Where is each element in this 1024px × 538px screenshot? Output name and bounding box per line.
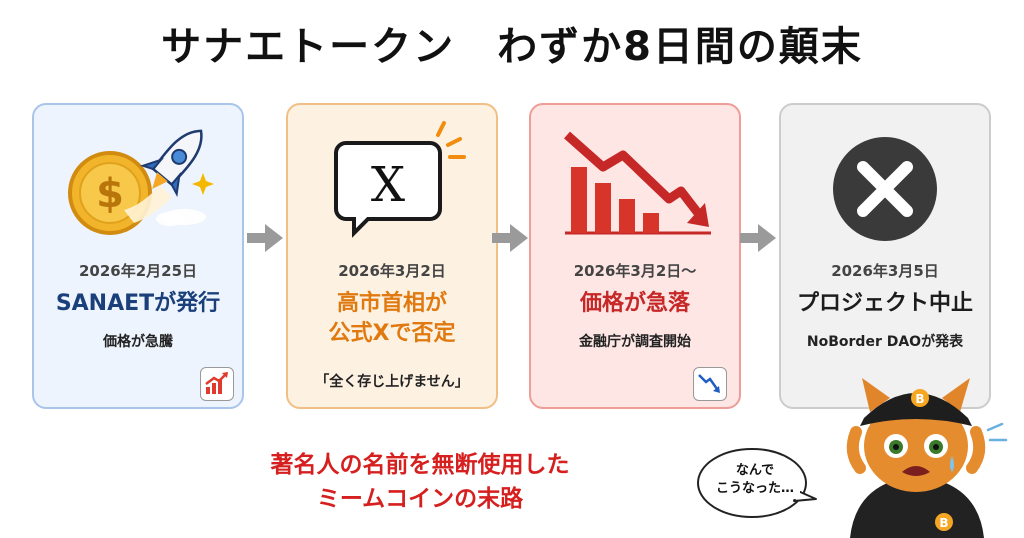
- step-date: 2026年3月2日: [338, 262, 446, 280]
- speech-text: なんで こうなった…: [700, 462, 810, 498]
- svg-text:$: $: [96, 171, 124, 217]
- step-detail: 価格が急騰: [103, 334, 173, 350]
- step-headline: SANAETが発行: [55, 291, 221, 316]
- chart-crash-icon: [564, 131, 711, 235]
- chart-up-icon: [200, 367, 234, 401]
- caption-line2: ミームコインの末路: [316, 486, 524, 512]
- svg-text:X: X: [371, 157, 405, 213]
- caption: 著名人の名前を無断使用した ミームコインの末路: [0, 448, 840, 516]
- page-title: サナエトークン わずか8日間の顛末: [161, 24, 863, 70]
- step-card-crash: 2026年3月2日〜 価格が急落 金融庁が調査開始: [529, 103, 741, 409]
- step-card-cancel: 2026年3月5日 プロジェクト中止 NoBorder DAOが発表: [779, 103, 991, 409]
- arrow-right-icon: [492, 224, 528, 252]
- speech-line1: なんで: [735, 463, 775, 478]
- cat-mascot-icon: B B: [846, 378, 1008, 538]
- step-date: 2026年3月5日: [831, 262, 939, 280]
- step-card-denial: X 2026年3月2日 高市首相が 公式Xで否定 「全く存じ上げません」: [286, 103, 498, 409]
- step-headline: 高市首相が 公式Xで否定: [288, 289, 496, 349]
- step-detail: 金融庁が調査開始: [579, 334, 691, 350]
- step-card-launch: $ 2026年2月25日 SANAETが発行 価格が急騰: [32, 103, 244, 409]
- step-detail: 「全く存じ上げません」: [315, 374, 469, 390]
- speech-bubble: [697, 448, 817, 518]
- step-headline-line2: 公式Xで否定: [328, 321, 456, 346]
- svg-text:B: B: [915, 392, 924, 406]
- arrow-right-icon: [247, 224, 283, 252]
- step-detail: NoBorder DAOが発表: [806, 334, 964, 350]
- svg-text:B: B: [939, 516, 948, 530]
- step-headline: 価格が急落: [579, 291, 690, 316]
- caption-line1: 著名人の名前を無断使用した: [270, 452, 570, 478]
- rocket-coin-icon: $: [68, 129, 214, 235]
- arrow-right-icon: [740, 224, 776, 252]
- step-headline: プロジェクト中止: [796, 291, 973, 316]
- trend-down-icon: [693, 367, 727, 401]
- step-date: 2026年3月2日〜: [573, 262, 697, 280]
- x-logo-speech-icon: X: [334, 121, 466, 238]
- step-date: 2026年2月25日: [78, 262, 198, 280]
- step-headline-line1: 高市首相が: [336, 291, 447, 316]
- x-circle-icon: [833, 137, 937, 241]
- speech-line2: こうなった…: [715, 481, 794, 496]
